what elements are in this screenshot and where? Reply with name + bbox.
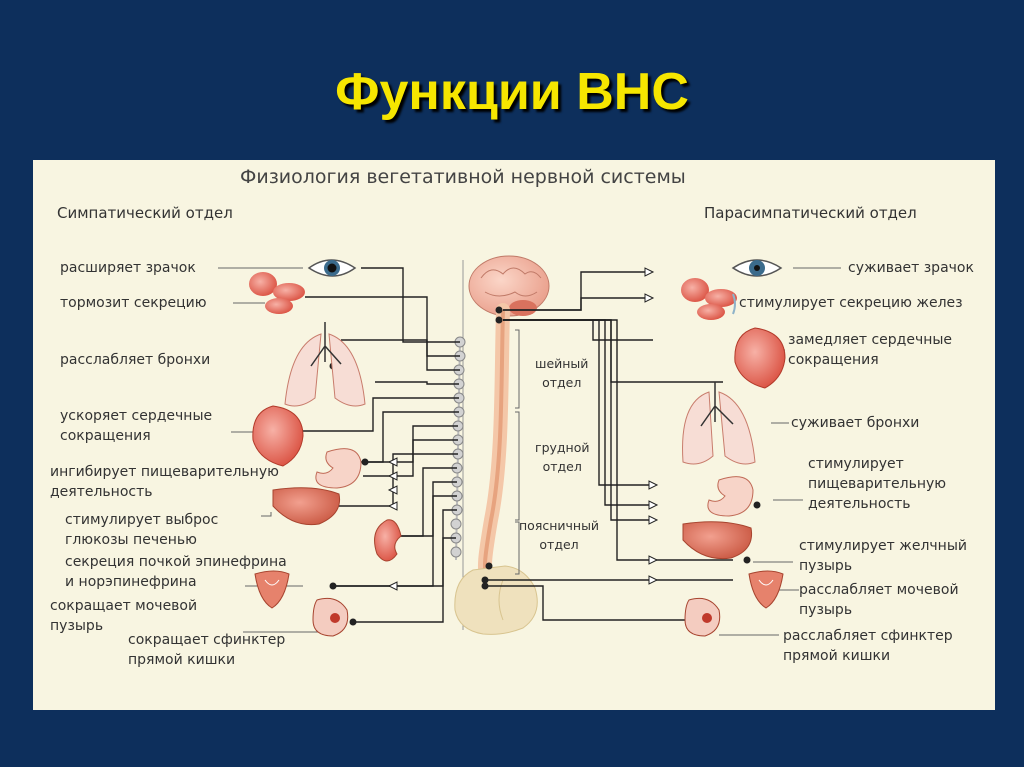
bladder-right-icon xyxy=(749,571,783,608)
eye-right-icon xyxy=(733,260,781,276)
para-label-glands: стимулирует секрецию желез xyxy=(739,293,963,313)
heart-left-icon xyxy=(253,406,303,466)
para-label-pupil: суживает зрачок xyxy=(848,258,974,278)
kidney-left-icon xyxy=(375,520,401,561)
salivary-gland-left-icon xyxy=(249,272,305,314)
lungs-right-icon xyxy=(683,382,755,464)
slide-title: Функции ВНС xyxy=(0,62,1024,122)
sympathetic-heading: Симпатический отдел xyxy=(57,204,233,222)
symp-label-secretion: тормозит секрецию xyxy=(60,293,207,313)
parasympathetic-heading: Парасимпатический отдел xyxy=(704,204,917,222)
liver-right-icon xyxy=(683,522,752,559)
symp-label-bronchi: расслабляет бронхи xyxy=(60,350,210,370)
para-label-bronchi: суживает бронхи xyxy=(791,413,919,433)
parasympathetic-arrows xyxy=(645,268,657,584)
symp-label-pupil: расширяет зрачок xyxy=(60,258,196,278)
lungs-left-icon xyxy=(285,322,365,406)
rectum-left-icon xyxy=(313,598,348,636)
diagram-title: Физиология вегетативной нервной системы xyxy=(240,166,686,188)
diagram-panel: Физиология вегетативной нервной системы … xyxy=(33,160,995,710)
heart-right-icon xyxy=(735,328,785,388)
liver-left-icon xyxy=(273,488,340,525)
salivary-gland-right-icon xyxy=(681,278,737,320)
pelvis-icon xyxy=(455,566,537,634)
rectum-right-icon xyxy=(685,598,720,636)
sympathetic-nerves xyxy=(289,268,460,622)
stomach-right-icon xyxy=(708,477,753,516)
eye-left-icon xyxy=(309,260,355,276)
stomach-left-icon xyxy=(316,449,361,488)
